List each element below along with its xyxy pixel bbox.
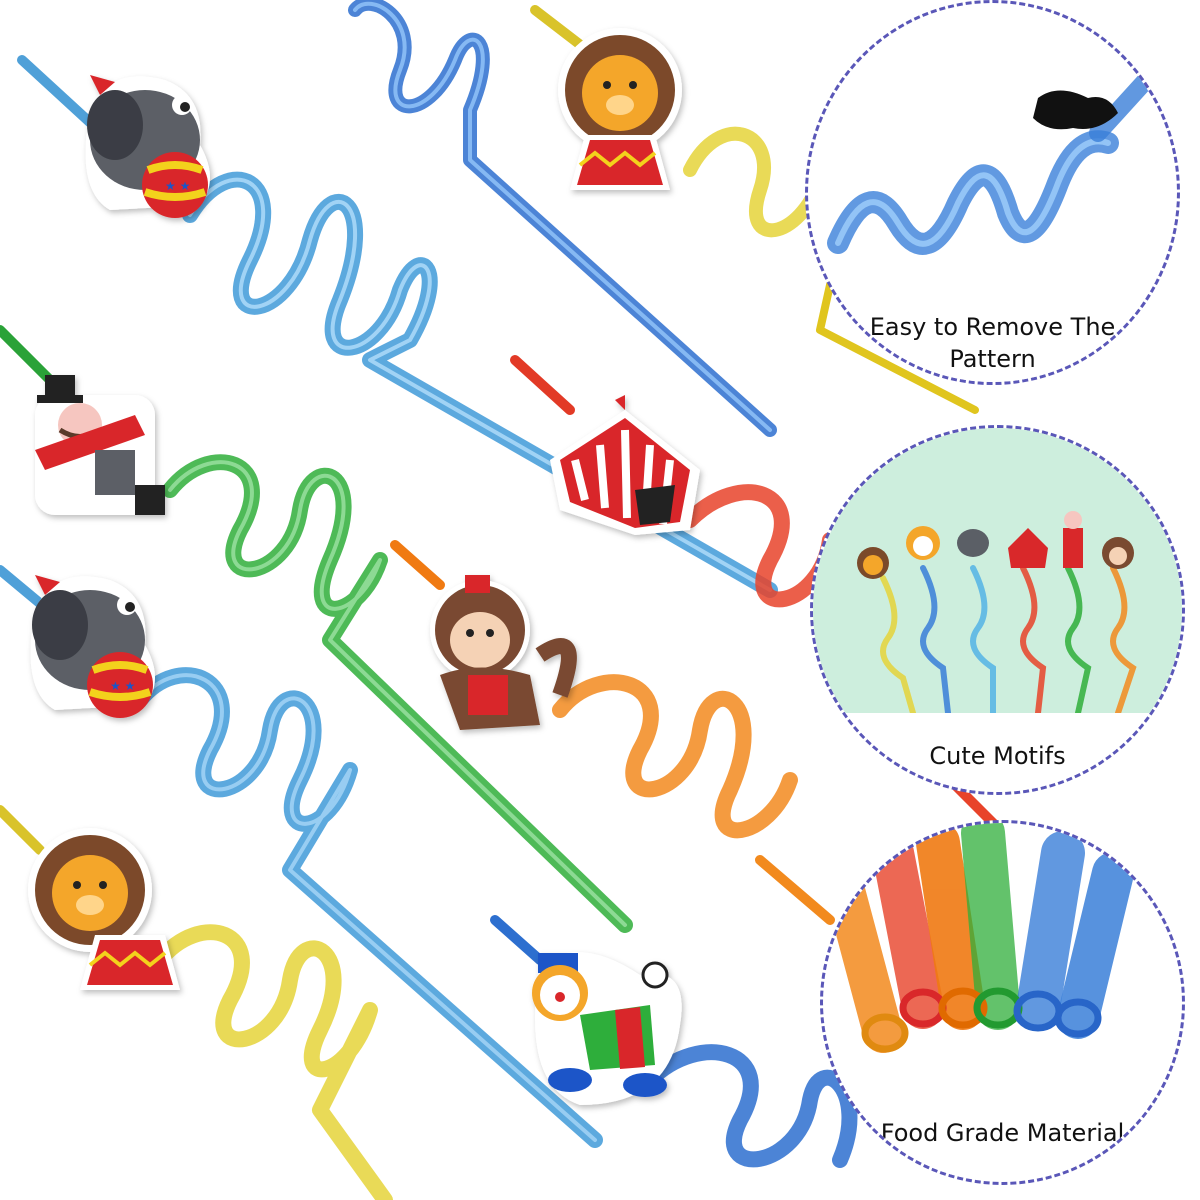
callout-cute-motifs: Cute Motifs xyxy=(810,425,1185,795)
svg-text:★ ★: ★ ★ xyxy=(110,679,135,693)
callout-label: Cute Motifs xyxy=(813,713,1182,792)
callout-label: Easy to Remove The Pattern xyxy=(808,303,1177,382)
tubes-closeup-image xyxy=(823,823,1134,1053)
callout-label-line2: Pattern xyxy=(949,345,1036,373)
straw-orange xyxy=(390,540,835,925)
ringmaster-motif xyxy=(35,375,165,515)
callout-food-grade: Food Grade Material xyxy=(820,820,1185,1185)
lion-motif xyxy=(558,28,682,190)
silicone-pattern xyxy=(1033,90,1118,130)
lion-motif xyxy=(28,828,180,990)
monkey-motif xyxy=(430,575,577,730)
straw-blue-bottom xyxy=(490,915,858,1168)
motifs-lineup-image xyxy=(813,428,1182,716)
elephant-motif: ★ ★ xyxy=(30,575,155,718)
svg-text:★ ★: ★ ★ xyxy=(165,179,190,193)
straw-yellow-bottom xyxy=(0,805,393,1200)
clown-motif xyxy=(532,952,682,1105)
callout-easy-remove: Easy to Remove The Pattern xyxy=(805,0,1180,385)
straw-blue-top xyxy=(348,0,777,437)
elephant-motif: ★ ★ xyxy=(85,75,210,218)
circus-tent-motif xyxy=(550,395,700,535)
callout-label: Food Grade Material xyxy=(823,1088,1182,1178)
straw-closeup-image xyxy=(827,69,1157,255)
callout-label-line1: Easy to Remove The xyxy=(869,313,1116,341)
